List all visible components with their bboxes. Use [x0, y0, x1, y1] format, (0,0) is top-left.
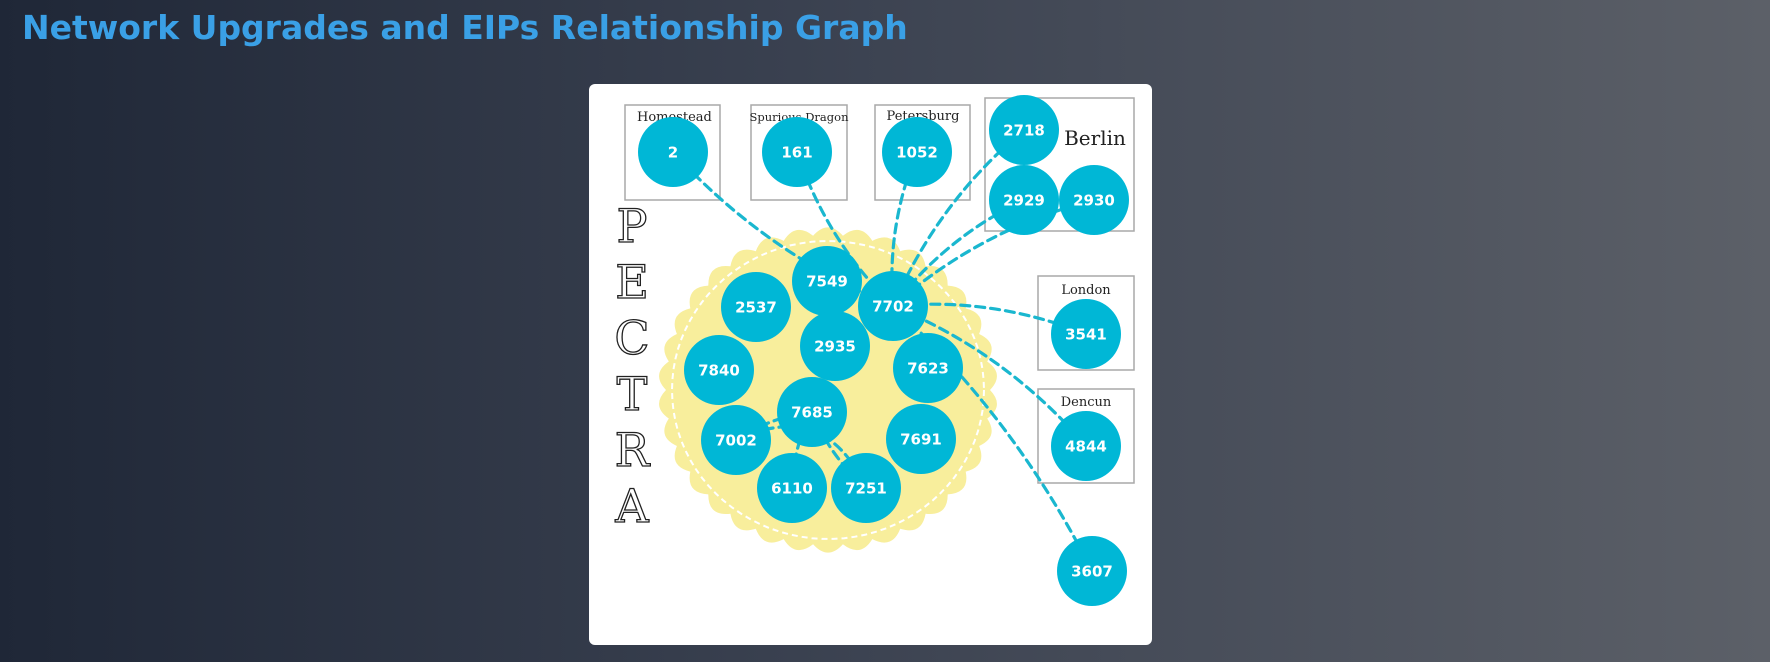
eip-node-circle: [1059, 165, 1129, 235]
eip-node-2930[interactable]: 2930: [1059, 165, 1129, 235]
eip-node-label: 7002: [715, 432, 757, 450]
eip-node-circle: [882, 117, 952, 187]
eip-node-circle: [701, 405, 771, 475]
pectra-letter: P: [617, 199, 648, 253]
eip-node-161[interactable]: 161: [762, 117, 832, 187]
eip-node-circle: [1057, 536, 1127, 606]
eip-node-6110[interactable]: 6110: [757, 453, 827, 523]
eip-node-label: 3607: [1071, 563, 1113, 581]
eip-node-7549[interactable]: 7549: [792, 246, 862, 316]
pectra-letter: C: [614, 311, 649, 365]
eip-node-7623[interactable]: 7623: [893, 333, 963, 403]
eip-node-label: 2930: [1073, 192, 1115, 210]
eip-node-label: 2929: [1003, 192, 1045, 210]
eip-node-4844[interactable]: 4844: [1051, 411, 1121, 481]
eip-node-7702[interactable]: 7702: [858, 271, 928, 341]
eip-node-circle: [989, 95, 1059, 165]
eip-node-7685[interactable]: 7685: [777, 377, 847, 447]
upgrade-label-berlin: Berlin: [1064, 126, 1126, 150]
eip-node-circle: [1051, 411, 1121, 481]
eip-node-circle: [800, 311, 870, 381]
eip-node-label: 7623: [907, 360, 949, 378]
eip-node-circle: [684, 335, 754, 405]
eip-node-label: 7251: [845, 480, 887, 498]
eip-node-label: 2935: [814, 338, 856, 356]
eip-node-circle: [757, 453, 827, 523]
eip-node-circle: [886, 404, 956, 474]
eip-node-1052[interactable]: 1052: [882, 117, 952, 187]
eip-node-label: 7691: [900, 431, 942, 449]
eip-node-7840[interactable]: 7840: [684, 335, 754, 405]
eip-node-label: 6110: [771, 480, 813, 498]
pectra-letter: T: [617, 367, 648, 421]
eip-node-circle: [777, 377, 847, 447]
page-title: Network Upgrades and EIPs Relationship G…: [22, 8, 908, 47]
eip-node-3541[interactable]: 3541: [1051, 299, 1121, 369]
eip-node-label: 7702: [872, 298, 914, 316]
pectra-letter: E: [615, 255, 649, 309]
eip-node-circle: [792, 246, 862, 316]
upgrade-label-london: London: [1061, 283, 1111, 298]
upgrade-label-spurious: Spurious Dragon: [750, 110, 850, 124]
eip-node-label: 3541: [1065, 326, 1107, 344]
eip-node-circle: [1051, 299, 1121, 369]
eip-node-2[interactable]: 2: [638, 117, 708, 187]
pectra-letter: A: [614, 479, 649, 533]
diagram-card: HomesteadSpurious DragonPetersburgBerlin…: [589, 84, 1152, 645]
eip-node-7691[interactable]: 7691: [886, 404, 956, 474]
eip-node-3607[interactable]: 3607: [1057, 536, 1127, 606]
eip-node-circle: [893, 333, 963, 403]
relationship-graph: HomesteadSpurious DragonPetersburgBerlin…: [614, 95, 1135, 606]
eip-node-2718[interactable]: 2718: [989, 95, 1059, 165]
pectra-letter: R: [615, 423, 651, 477]
eip-node-7251[interactable]: 7251: [831, 453, 901, 523]
eip-node-circle: [762, 117, 832, 187]
eip-node-label: 7685: [791, 404, 833, 422]
eip-node-label: 7549: [806, 273, 848, 291]
eip-node-label: 161: [781, 144, 812, 162]
eip-node-2935[interactable]: 2935: [800, 311, 870, 381]
eip-node-2537[interactable]: 2537: [721, 272, 791, 342]
eip-node-circle: [831, 453, 901, 523]
eip-node-label: 4844: [1065, 438, 1107, 456]
eip-node-label: 2537: [735, 299, 777, 317]
eip-node-circle: [638, 117, 708, 187]
eip-node-7002[interactable]: 7002: [701, 405, 771, 475]
eip-node-label: 2718: [1003, 122, 1045, 140]
eip-node-label: 2: [668, 144, 678, 162]
upgrade-label-dencun: Dencun: [1061, 395, 1112, 410]
eip-node-2929[interactable]: 2929: [989, 165, 1059, 235]
eip-node-label: 7840: [698, 362, 740, 380]
eip-node-circle: [989, 165, 1059, 235]
eip-node-label: 1052: [896, 144, 938, 162]
eip-node-circle: [721, 272, 791, 342]
eip-node-circle: [858, 271, 928, 341]
